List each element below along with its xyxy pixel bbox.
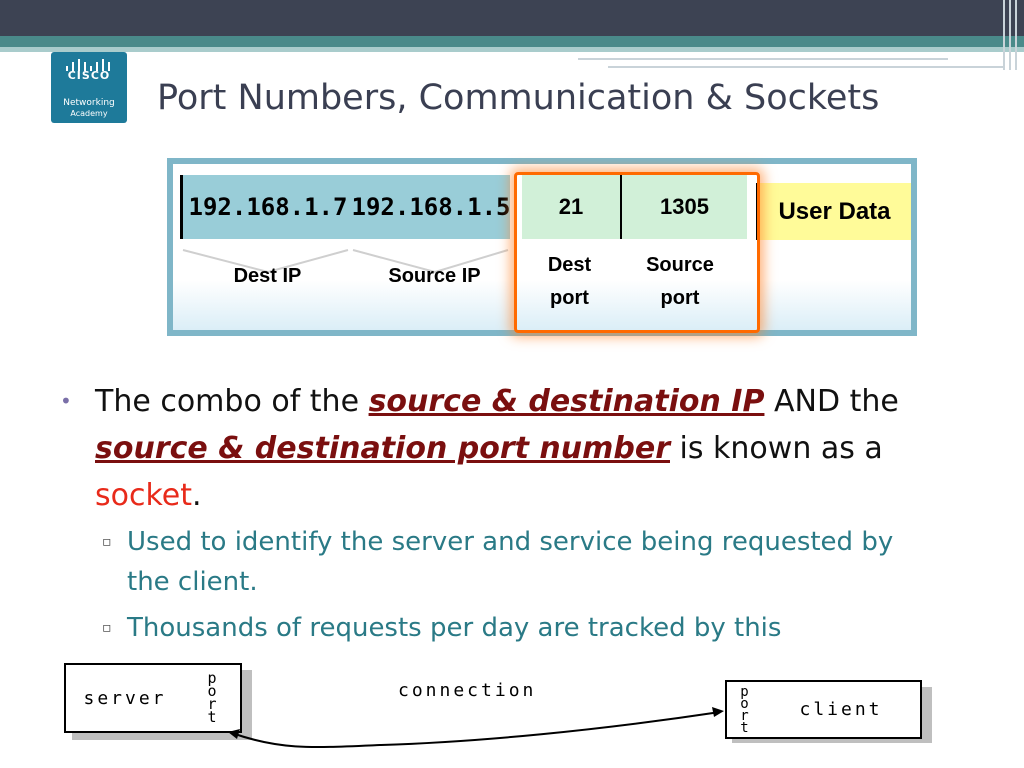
client-box: client [762,680,922,739]
bullet-text: The combo of the [95,384,369,419]
cisco-networking-academy-logo: CISCO Networking Academy [51,52,127,123]
header-bar [0,0,1024,36]
dest-port-label: Dest port [547,254,592,309]
server-port-box: port [184,663,242,733]
bullet-text: is known as a [670,431,883,466]
server-box: server [64,663,186,733]
header-stripe [1009,0,1011,70]
cisco-bars-logo-icon [64,59,114,71]
client-label: client [799,699,883,720]
dest-ip-label: Dest IP [233,265,302,287]
source-ip-label: Source IP [388,265,481,287]
logo-brand: CISCO [67,69,111,82]
connection-arrow [228,707,724,748]
client-port-label: port [740,683,749,736]
bullet-text: . [192,478,202,513]
emphasis-ip: source & destination IP [368,384,765,419]
packet-connector-lines [182,249,509,274]
source-port-label: Source port [646,254,714,309]
sub-bullet: ▫ Thousands of requests per day are trac… [102,608,902,648]
client-port-box: port [725,680,764,739]
square-bullet-icon: ▫ [102,620,112,636]
header-stripe [1003,0,1005,70]
bullet-text: AND the [764,384,899,419]
header-stripe [1015,0,1017,70]
connection-label: connection [398,680,537,701]
dest-ip-value: 192.168.1.7 [180,175,354,239]
main-bullet: • The combo of the source & destination … [60,378,930,519]
sub-bullet-text: Used to identify the server and service … [127,527,894,597]
emphasis-port: source & destination port number [95,431,670,466]
sub-bullet: ▫ Used to identify the server and servic… [102,522,902,604]
header-accent-stripe [0,47,1024,52]
server-label: server [83,687,167,709]
port-highlight-box [514,172,760,333]
header-rule [578,58,948,60]
logo-line2: Academy [70,109,108,118]
socket-term: socket [95,478,193,513]
server-port-label: port [207,669,217,726]
sub-bullet-text: Thousands of requests per day are tracke… [127,613,782,643]
source-ip-value: 192.168.1.5 [352,175,510,239]
dest-port-value: 21 [522,175,622,239]
header-accent-bar [0,36,1024,47]
logo-line1: Networking [63,98,115,108]
header-rule [608,66,1003,68]
user-data-value: User Data [756,183,911,240]
slide-title: Port Numbers, Communication & Sockets [157,78,880,118]
bullet-dot-icon: • [60,389,72,413]
source-port-value: 1305 [622,175,747,239]
square-bullet-icon: ▫ [102,534,112,550]
